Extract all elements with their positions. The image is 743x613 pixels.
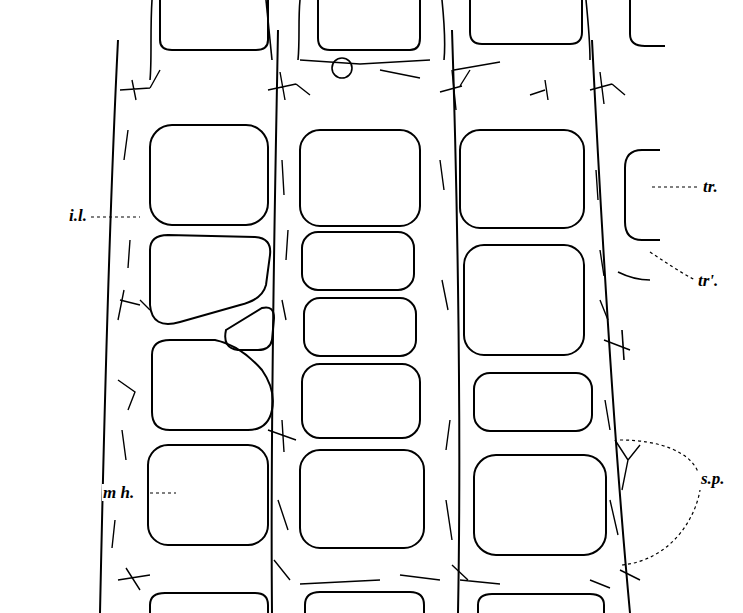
label-sp: s.p. [700,470,726,487]
label-tr-prime: tr'. [697,272,719,289]
label-tr: tr. [702,178,719,195]
label-mh: m h. [102,484,135,501]
wall-label: i.l. [68,207,88,224]
